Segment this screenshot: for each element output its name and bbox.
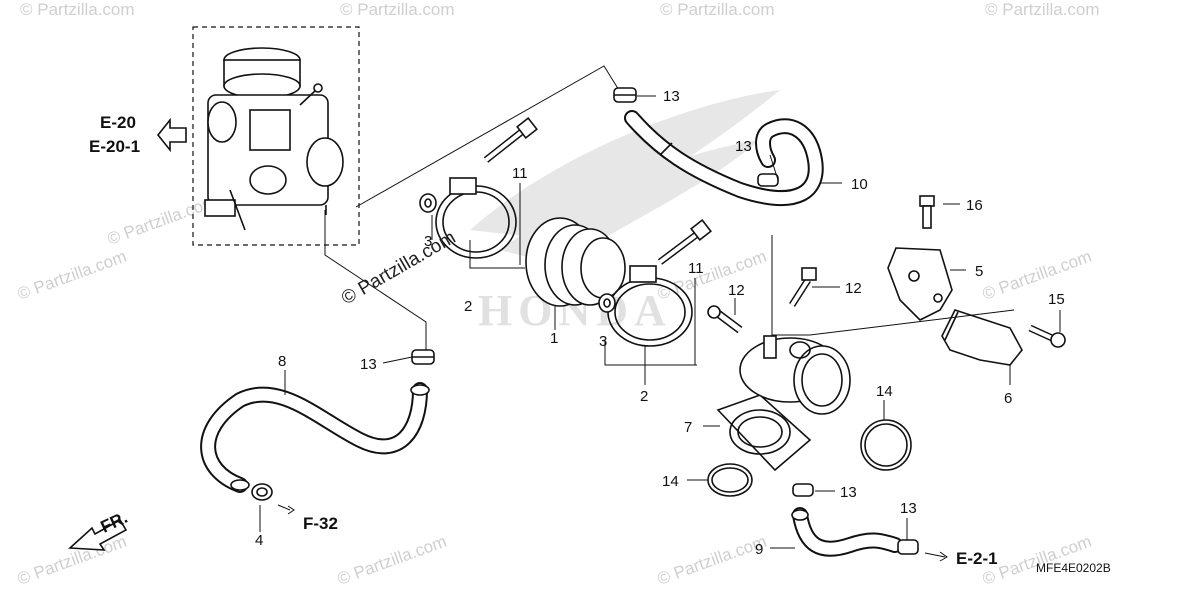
callout-10: 10 — [851, 176, 868, 193]
watermark: © Partzilla.com — [15, 532, 129, 589]
callout-13: 13 — [735, 138, 752, 155]
watermark-main: © Partzilla.com — [338, 227, 459, 309]
hose-10 — [624, 110, 824, 206]
leader-line — [324, 210, 427, 355]
watermark: © Partzilla.com — [655, 532, 769, 589]
clamp-2-left — [435, 177, 517, 259]
callout-1: 1 — [550, 330, 558, 347]
e20-arrow-icon — [156, 117, 187, 153]
bolt-12 — [789, 267, 817, 307]
bolt-16 — [919, 195, 935, 229]
watermark: © Partzilla.com — [340, 0, 455, 19]
callout-13: 13 — [840, 484, 857, 501]
screw-12-body — [707, 305, 743, 334]
clip-4 — [251, 483, 273, 501]
callout-13: 13 — [360, 356, 377, 373]
callout-2: 2 — [464, 298, 472, 315]
diagram-code: MFE4E0202B — [1036, 561, 1111, 575]
leader-line — [382, 356, 413, 364]
clip-13-hose9 — [897, 539, 919, 555]
o-ring-14-left — [707, 463, 753, 497]
callout-16: 16 — [966, 197, 983, 214]
intake-pipe-7 — [716, 335, 851, 472]
ref-e20: E-20 — [100, 113, 136, 132]
callout-11: 11 — [512, 165, 528, 182]
callout-12: 12 — [845, 280, 862, 297]
watermark: © Partzilla.com — [335, 532, 449, 589]
arrow-icon — [277, 504, 295, 515]
callout-11: 11 — [688, 260, 704, 277]
ref-e2-1: E-2-1 — [956, 549, 998, 568]
clamp-2-right — [607, 265, 693, 347]
callout-14: 14 — [662, 473, 679, 490]
clip-13-lower — [792, 483, 814, 497]
callout-15: 15 — [1048, 291, 1065, 308]
bolt-11-right — [657, 219, 712, 265]
clip-13-hose10 — [757, 173, 779, 187]
leader-line — [355, 65, 623, 208]
ref-f32: F-32 — [303, 514, 338, 533]
callout-7: 7 — [684, 419, 692, 436]
watermark: © Partzilla.com — [105, 192, 219, 249]
callout-3: 3 — [599, 333, 607, 350]
bracket-6 — [941, 309, 1023, 366]
bolt-11-left — [483, 117, 538, 163]
insulator-1 — [525, 217, 626, 307]
watermark: © Partzilla.com — [15, 247, 129, 304]
arrow-icon — [924, 551, 948, 562]
callout-13: 13 — [900, 500, 917, 517]
watermark: © Partzilla.com — [980, 247, 1094, 304]
callout-5: 5 — [975, 263, 983, 280]
hose-9 — [791, 507, 903, 557]
watermark: © Partzilla.com — [660, 0, 775, 19]
callout-14: 14 — [876, 383, 893, 400]
bracket-5 — [887, 247, 953, 321]
nut-3-right — [598, 293, 616, 313]
clip-13-top — [613, 87, 637, 103]
front-arrow-icon — [68, 518, 128, 551]
callout-numbers: 13 13 10 11 3 2 1 11 3 2 12 12 16 5 15 6… — [255, 88, 1065, 558]
leader-lines — [284, 95, 1061, 549]
bolt-15 — [1028, 324, 1066, 348]
carburetor-group — [192, 26, 360, 246]
callout-3: 3 — [424, 233, 432, 250]
nut-3-left — [419, 193, 437, 213]
clip-13-left — [411, 349, 435, 365]
callout-2: 2 — [640, 388, 648, 405]
callout-13: 13 — [663, 88, 680, 105]
callout-6: 6 — [1004, 390, 1012, 407]
o-ring-14-right — [860, 419, 912, 471]
hose-8 — [200, 382, 430, 493]
ref-e20-1: E-20-1 — [89, 137, 140, 156]
watermark: © Partzilla.com — [20, 0, 135, 19]
callout-9: 9 — [755, 541, 763, 558]
callout-4: 4 — [255, 532, 263, 549]
callout-12: 12 — [728, 282, 745, 299]
callout-8: 8 — [278, 353, 286, 370]
watermark: © Partzilla.com — [985, 0, 1100, 19]
